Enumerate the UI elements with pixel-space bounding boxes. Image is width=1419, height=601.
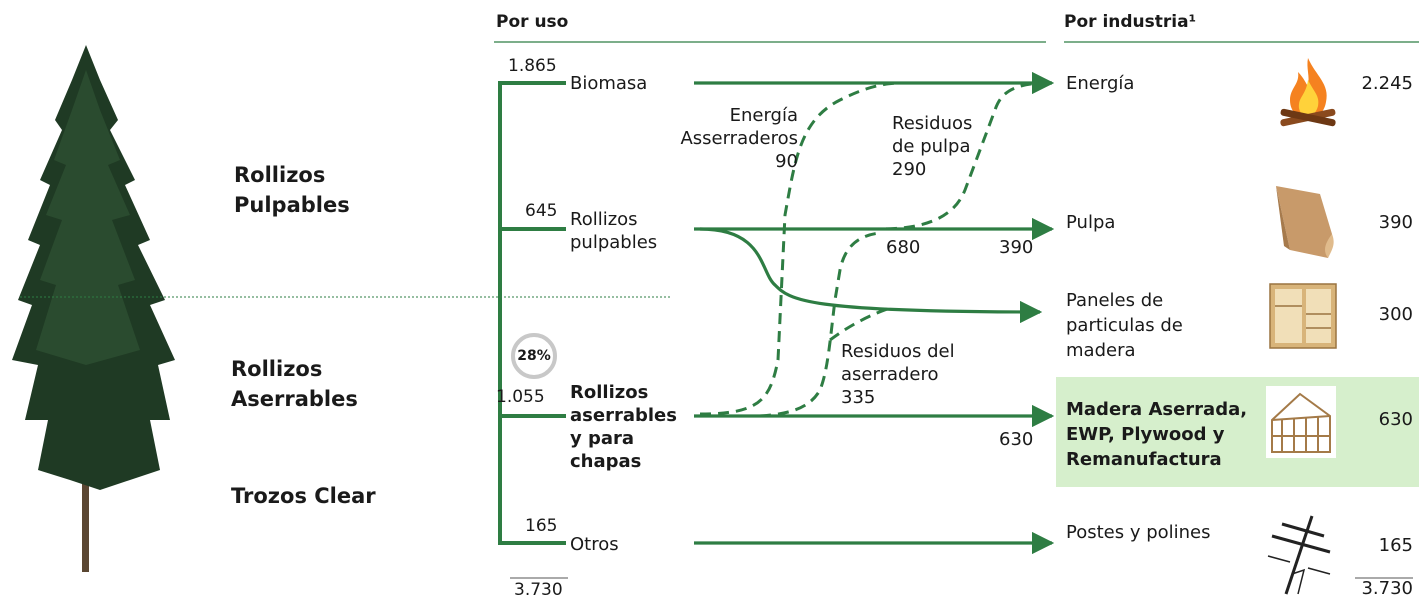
flow-label-line: Residuos xyxy=(892,113,973,134)
use-label-line: y para xyxy=(570,428,635,449)
industry-value-pulp: 390 xyxy=(1378,212,1413,233)
flow-pulpwood-panels xyxy=(699,227,1043,324)
industry-label-line: Madera Aserrada, xyxy=(1066,399,1248,420)
use-label-line: pulpables xyxy=(570,232,658,253)
flow-sawmill-residues-panels xyxy=(829,306,891,342)
industry-label-lumber: Madera Aserrada, EWP, Plywood y Remanufa… xyxy=(1066,397,1247,472)
flow-label-line: de pulpa xyxy=(892,136,971,157)
use-label-other: Otros xyxy=(570,534,619,555)
industry-label-poles: Postes y polines xyxy=(1066,522,1211,543)
tree-label-line: Pulpables xyxy=(234,193,350,217)
industry-value-lumber: 630 xyxy=(1378,409,1413,430)
house-frame-icon xyxy=(1266,386,1336,458)
use-bracket xyxy=(498,81,566,545)
campfire-icon xyxy=(1280,58,1336,127)
tree-label-sawlogs: Rollizos Aserrables xyxy=(231,354,358,414)
use-value-other: 165 xyxy=(525,516,558,536)
industry-value-panels: 300 xyxy=(1378,304,1413,325)
flow-label-sawmill-residues: Residuos del aserradero 335 xyxy=(841,340,955,409)
flow-value-680: 680 xyxy=(886,237,921,258)
flow-label-line: Energía xyxy=(729,105,798,126)
industry-label-line: Paneles de xyxy=(1066,290,1164,311)
sawlogs-share-value: 28% xyxy=(517,348,551,364)
tree-label-line: Aserrables xyxy=(231,387,358,411)
pine-tree-icon xyxy=(12,45,175,572)
industry-value-poles: 165 xyxy=(1378,535,1413,556)
lumber-highlight xyxy=(1056,377,1419,487)
flow-value-630: 630 xyxy=(999,429,1034,450)
flow-sawmill-energy xyxy=(699,81,901,416)
flow-label-line: Residuos del xyxy=(841,341,955,362)
industry-label-pulp: Pulpa xyxy=(1066,212,1116,233)
industry-label-line: particulas de xyxy=(1066,315,1183,336)
tree-label-pulpwood: Rollizos Pulpables xyxy=(234,160,350,220)
use-value-sawlogs: 1.055 xyxy=(496,387,545,407)
by-industry-header: Por industria¹ xyxy=(1064,12,1197,32)
industry-label-panels: Paneles de particulas de madera xyxy=(1066,288,1183,363)
use-total: 3.730 xyxy=(514,580,563,600)
industry-label-line: EWP, Plywood y xyxy=(1066,424,1225,445)
flow-label-sawmill-energy: Energía Asserraderos 90 xyxy=(666,104,798,173)
sawlogs-share-badge: 28% xyxy=(511,333,557,379)
use-label-line: Rollizos xyxy=(570,382,649,403)
flow-label-line: aserradero xyxy=(841,364,939,385)
flow-value-390: 390 xyxy=(999,237,1034,258)
flow-label-line: Asserraderos xyxy=(680,128,798,149)
tree-label-clear: Trozos Clear xyxy=(231,484,376,508)
flow-label-line: 335 xyxy=(841,387,876,408)
flow-sawmill-residues-pulp xyxy=(759,231,881,418)
tree-label-line: Rollizos xyxy=(234,163,326,187)
use-label-line: aserrables xyxy=(570,405,677,426)
use-label-line: chapas xyxy=(570,451,642,472)
use-value-biomass: 1.865 xyxy=(508,56,557,76)
flow-label-line: 90 xyxy=(775,151,798,172)
paper-sheet-icon xyxy=(1276,186,1334,258)
flow-label-pulp-residues: Residuos de pulpa 290 xyxy=(892,112,972,181)
tree-label-line: Rollizos xyxy=(231,357,323,381)
utility-pole-icon xyxy=(1267,515,1331,595)
by-use-header: Por uso xyxy=(496,12,569,32)
wardrobe-icon xyxy=(1269,283,1337,349)
industry-total: 3.730 xyxy=(1361,578,1413,599)
industry-label-line: madera xyxy=(1066,340,1136,361)
flow-label-line: 290 xyxy=(892,159,927,180)
use-label-pulpwood: Rollizos pulpables xyxy=(570,208,657,254)
industry-label-energy: Energía xyxy=(1066,73,1135,94)
use-value-pulpwood: 645 xyxy=(525,201,558,221)
flow-pulp-residues xyxy=(849,81,1041,231)
use-label-line: Rollizos xyxy=(570,209,638,230)
use-label-biomass: Biomasa xyxy=(570,73,648,94)
industry-value-energy: 2.245 xyxy=(1361,73,1413,94)
industry-label-line: Remanufactura xyxy=(1066,449,1222,470)
use-label-sawlogs: Rollizos aserrables y para chapas xyxy=(570,381,677,473)
